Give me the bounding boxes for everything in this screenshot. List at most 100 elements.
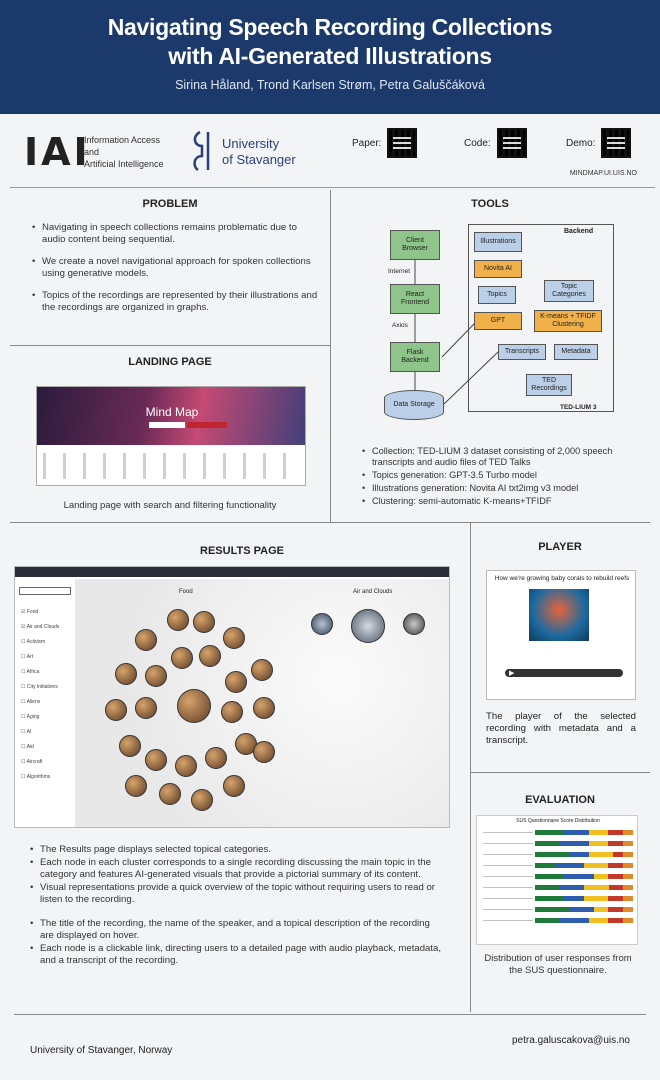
- recording-node[interactable]: [223, 775, 245, 797]
- section-title-results: RESULTS PAGE: [200, 545, 284, 557]
- code-qr[interactable]: Code:: [464, 128, 527, 158]
- landing-caption: Landing page with search and filtering f…: [63, 500, 277, 511]
- divider: [470, 772, 650, 773]
- bullet-item: Navigating in speech collections remains…: [32, 222, 322, 246]
- novita-box: Novita AI: [474, 260, 522, 278]
- results-navbar: [15, 567, 449, 577]
- category-item[interactable]: ☐ Aircraft: [21, 759, 43, 765]
- footer-divider: [14, 1014, 646, 1015]
- recording-node[interactable]: [175, 755, 197, 777]
- recording-node[interactable]: [145, 665, 167, 687]
- category-label: Activism: [26, 639, 46, 645]
- recording-node[interactable]: [177, 689, 211, 723]
- qr-code-icon: [387, 128, 418, 158]
- audio-player-bar[interactable]: [505, 669, 623, 677]
- bullet-item: Visual representations provide a quick o…: [30, 882, 442, 906]
- topics-box: Topics: [478, 286, 516, 304]
- topic-categories-box: Topic Categories: [544, 280, 594, 302]
- uis-logo-icon: [193, 130, 210, 172]
- demo-url[interactable]: MINDMAP.UI.UIS.NO: [569, 170, 637, 177]
- backend-frame: [468, 224, 614, 412]
- demo-qr[interactable]: Demo:: [566, 128, 632, 158]
- mindmap-banner-title: Mind Map: [145, 405, 199, 419]
- bullet-item: Each node is a clickable link, directing…: [30, 943, 442, 967]
- iai-logo: IAI: [24, 130, 91, 174]
- uis-line: of Stavanger: [222, 152, 296, 167]
- category-search-input[interactable]: [19, 587, 71, 595]
- transcripts-box: Transcripts: [498, 344, 546, 360]
- recording-node[interactable]: [125, 775, 147, 797]
- problem-bullets: Navigating in speech collections remains…: [32, 222, 322, 324]
- category-item[interactable]: ☐ Aid: [21, 744, 34, 750]
- recording-node[interactable]: [167, 609, 189, 631]
- recording-node[interactable]: [191, 789, 213, 811]
- results-page-screenshot: ☑ Food ☑ Air and Clouds ☐ Activism ☐ Art…: [14, 566, 450, 828]
- category-item[interactable]: ☐ Aging: [21, 714, 40, 720]
- sus-bar: [535, 863, 633, 868]
- qr-code-icon: [496, 128, 527, 158]
- category-item[interactable]: ☐ Activism: [21, 639, 46, 645]
- metadata-box: Metadata: [554, 344, 598, 360]
- play-icon[interactable]: ▶: [509, 670, 515, 677]
- recording-node[interactable]: [403, 613, 425, 635]
- recording-node[interactable]: [171, 647, 193, 669]
- iai-logo-text: Information Access and Artificial Intell…: [84, 134, 164, 170]
- category-sidebar: ☑ Food ☑ Air and Clouds ☐ Activism ☐ Art…: [15, 579, 75, 827]
- iai-line: Information Access: [84, 135, 161, 145]
- recording-node[interactable]: [205, 747, 227, 769]
- sus-question-labels: [483, 828, 533, 928]
- divider: [330, 190, 331, 522]
- recording-node[interactable]: [221, 701, 243, 723]
- category-item[interactable]: ☐ Aliens: [21, 699, 41, 705]
- sus-bar: [535, 918, 633, 923]
- category-filter-checkboxes[interactable]: [43, 453, 301, 479]
- recording-node[interactable]: [159, 783, 181, 805]
- recording-node[interactable]: [119, 735, 141, 757]
- search-input[interactable]: [149, 422, 185, 428]
- recording-node[interactable]: [145, 749, 167, 771]
- bullet-item: Topics generation: GPT-3.5 Turbo model: [362, 470, 642, 481]
- bullet-item: Collection: TED-LIUM 3 dataset consistin…: [362, 446, 642, 468]
- category-label: AI: [26, 729, 32, 735]
- recording-node[interactable]: [135, 697, 157, 719]
- search-button[interactable]: [187, 422, 227, 428]
- recording-node[interactable]: [225, 671, 247, 693]
- recording-node[interactable]: [311, 613, 333, 635]
- category-label: Aging: [26, 714, 40, 720]
- category-item[interactable]: ☐ Africa: [21, 669, 40, 675]
- recording-node[interactable]: [115, 663, 137, 685]
- recording-node[interactable]: [135, 629, 157, 651]
- footer-email[interactable]: petra.galuscakova@uis.no: [512, 1035, 630, 1046]
- recording-node[interactable]: [253, 741, 275, 763]
- recording-node[interactable]: [251, 659, 273, 681]
- recording-node[interactable]: [199, 645, 221, 667]
- player-video-title: How we're growing baby corals to rebuild…: [494, 575, 630, 582]
- player-screenshot: How we're growing baby corals to rebuild…: [486, 570, 636, 700]
- category-label: Africa: [26, 669, 40, 675]
- category-item[interactable]: ☐ AI: [21, 729, 32, 735]
- sus-bar: [535, 885, 633, 890]
- axios-label: Axios: [392, 322, 408, 329]
- recording-node[interactable]: [223, 627, 245, 649]
- paper-qr[interactable]: Paper:: [352, 128, 418, 158]
- section-title-evaluation: EVALUATION: [525, 794, 595, 806]
- category-item[interactable]: ☑ Food: [21, 609, 39, 615]
- kmeans-box: K-means + TFIDF Clustering: [534, 310, 602, 332]
- recording-node[interactable]: [351, 609, 385, 643]
- section-title-player: PLAYER: [538, 541, 582, 553]
- cluster-label-food: Food: [179, 589, 193, 595]
- category-item[interactable]: ☐ City Initiatives: [21, 684, 58, 690]
- sus-chart-title: SUS Questionnaire Score Distribution: [516, 818, 600, 824]
- code-label: Code:: [464, 137, 491, 149]
- recording-node[interactable]: [193, 611, 215, 633]
- recording-node[interactable]: [105, 699, 127, 721]
- bullet-item: Clustering: semi-automatic K-means+TFIDF: [362, 496, 642, 507]
- recording-node[interactable]: [253, 697, 275, 719]
- results-bullets: The Results page displays selected topic…: [30, 844, 442, 968]
- bullet-item: Topics of the recordings are represented…: [32, 290, 322, 314]
- category-item[interactable]: ☐ Algorithms: [21, 774, 51, 780]
- sus-bar: [535, 907, 633, 912]
- category-item[interactable]: ☑ Air and Clouds: [21, 624, 60, 630]
- category-item[interactable]: ☐ Art: [21, 654, 33, 660]
